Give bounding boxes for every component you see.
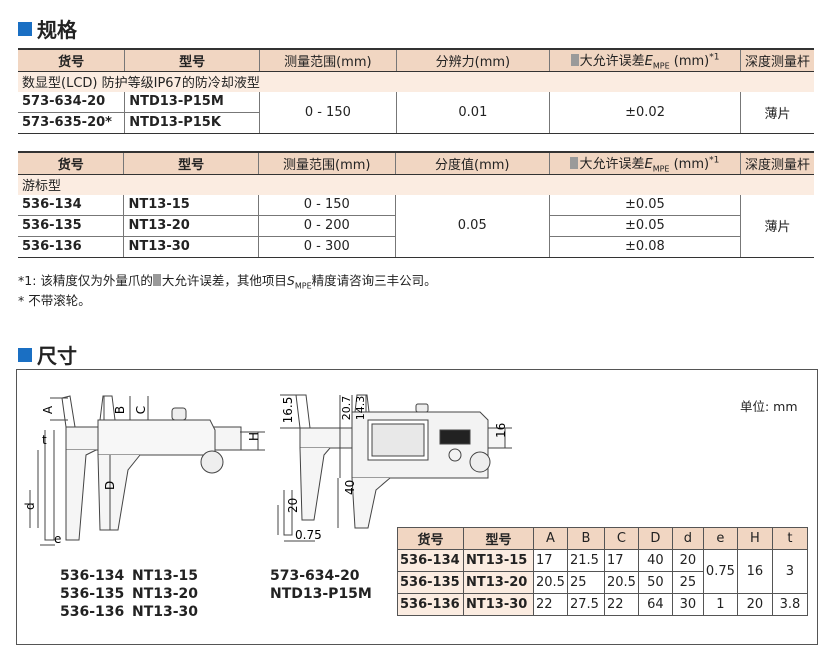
dim-header-t: t bbox=[771, 527, 808, 550]
drawing1-model-3: NT13-30 bbox=[132, 604, 199, 620]
mask-icon bbox=[570, 54, 579, 66]
unit-label: 单位: mm bbox=[740, 399, 798, 414]
dim-label-0-75: 0.75 bbox=[295, 528, 322, 542]
header-model: 型号 bbox=[124, 47, 260, 72]
spec-table-vernier: 货号 型号 测量范围(mm) 分度值(mm) 大允许误差EMPE (mm)*1 … bbox=[18, 150, 814, 258]
depth-cell: 薄片 bbox=[739, 91, 814, 134]
blue-square-icon bbox=[18, 21, 32, 36]
table-row: 536-134 NT13-15 17 21.5 17 40 20 0.75 16… bbox=[397, 549, 808, 594]
spec-section-title: 规格 bbox=[18, 14, 77, 43]
header-graduation: 分度值(mm) bbox=[394, 150, 550, 175]
header-range: 测量范围(mm) bbox=[257, 150, 396, 175]
dim-header-d: d bbox=[671, 527, 704, 550]
range-cell: 0 - 200 bbox=[257, 215, 396, 237]
resolution-cell: 0.01 bbox=[395, 91, 550, 134]
dim-label-A: A bbox=[41, 405, 55, 414]
dim-label-16-5: 16.5 bbox=[281, 397, 295, 424]
spec-table-digital: 货号 型号 测量范围(mm) 分辨力(mm) 大允许误差EMPE (mm)*1 … bbox=[18, 47, 814, 134]
footnote-2: * 不带滚轮。 bbox=[18, 293, 91, 308]
subheader-vernier: 游标型 bbox=[22, 179, 62, 195]
row-model: NT13-15 bbox=[123, 194, 259, 216]
header-range: 测量范围(mm) bbox=[259, 47, 397, 72]
dim-label-20: 20 bbox=[286, 498, 300, 513]
row-model: NT13-20 bbox=[123, 215, 259, 237]
depth-cell: 薄片 bbox=[739, 194, 814, 258]
dim-label-40: 40 bbox=[343, 480, 357, 495]
dim-header-C: C bbox=[603, 527, 639, 550]
range-cell: 0 - 300 bbox=[257, 236, 396, 258]
header-resolution: 分辨力(mm) bbox=[395, 47, 550, 72]
mpe-cell: ±0.05 bbox=[548, 215, 741, 237]
graduation-cell: 0.05 bbox=[394, 194, 550, 258]
dim-header-H: H bbox=[736, 527, 773, 550]
mpe-cell: ±0.05 bbox=[548, 194, 741, 216]
drawing2-code: 573-634-20 bbox=[270, 568, 360, 584]
subheader-digital: 数显型(LCD) 防护等级IP67的防冷却液型 bbox=[22, 76, 260, 92]
dim-label-C: C bbox=[134, 406, 148, 414]
dim-header-D: D bbox=[637, 527, 673, 550]
drawing1-code-2: 536-135 bbox=[60, 586, 125, 602]
row-model: NTD13-P15K bbox=[124, 112, 260, 134]
drawing2-model: NTD13-P15M bbox=[270, 586, 372, 602]
table-row: 536-136 NT13-30 22 27.5 22 64 30 1 20 3.… bbox=[397, 593, 808, 616]
mpe-cell: ±0.02 bbox=[549, 91, 741, 134]
drawing1-code-3: 536-136 bbox=[60, 604, 125, 620]
dim-label-D: D bbox=[103, 481, 117, 490]
row-code: 536-134 bbox=[18, 194, 124, 216]
header-depth: 深度测量杆 bbox=[739, 150, 814, 175]
dim-label-d: d bbox=[23, 502, 37, 510]
dim-header-e: e bbox=[702, 527, 738, 550]
dim-header-model: 型号 bbox=[463, 527, 534, 550]
row-code: 536-135 bbox=[18, 215, 124, 237]
dim-label-16: 16 bbox=[494, 423, 508, 438]
row-model: NT13-30 bbox=[123, 236, 259, 258]
drawing1-model-1: NT13-15 bbox=[132, 568, 199, 584]
h-shared-cell: 16 bbox=[736, 549, 773, 594]
dim-header-B: B bbox=[566, 527, 605, 550]
dimension-panel bbox=[16, 369, 818, 645]
dim-section-title: 尺寸 bbox=[18, 340, 77, 369]
header-mpe: 大允许误差EMPE (mm)*1 bbox=[548, 150, 741, 175]
header-depth: 深度测量杆 bbox=[739, 47, 814, 72]
dimension-table: 货号 型号 A B C D d e H t 536-134 NT13-15 17… bbox=[397, 527, 808, 616]
range-cell: 0 - 150 bbox=[259, 91, 397, 134]
header-model: 型号 bbox=[123, 150, 259, 175]
dim-label-t: t bbox=[42, 433, 47, 447]
header-mpe: 大允许误差EMPE (mm)*1 bbox=[549, 47, 741, 72]
mask-icon bbox=[152, 274, 161, 286]
row-code: 573-634-20 bbox=[18, 91, 125, 113]
drawing1-code-1: 536-134 bbox=[60, 568, 125, 584]
mpe-cell: ±0.08 bbox=[548, 236, 741, 258]
t-shared-cell: 3 bbox=[771, 549, 808, 594]
dim-label-B: B bbox=[113, 406, 127, 414]
blue-square-icon bbox=[18, 347, 32, 362]
dim-label-14-3: 14.3 bbox=[354, 396, 367, 421]
footnote-1: *1: 该精度仅为外量爪的大允许误差，其他项目SMPE精度请咨询三丰公司。 bbox=[18, 273, 437, 291]
dim-label-H: H bbox=[247, 432, 261, 441]
row-code: 536-136 bbox=[18, 236, 124, 258]
header-code: 货号 bbox=[18, 150, 124, 175]
row-model: NTD13-P15M bbox=[124, 91, 260, 113]
dim-label-20-7: 20.7 bbox=[340, 396, 353, 421]
header-code: 货号 bbox=[18, 47, 125, 72]
dim-header-code: 货号 bbox=[397, 527, 464, 550]
drawing1-model-2: NT13-20 bbox=[132, 586, 199, 602]
range-cell: 0 - 150 bbox=[257, 194, 396, 216]
dim-header-A: A bbox=[533, 527, 568, 550]
dim-label-e: e bbox=[54, 532, 61, 546]
e-shared-cell: 0.75 bbox=[702, 549, 738, 594]
row-code: 573-635-20* bbox=[18, 112, 125, 134]
mask-icon bbox=[570, 157, 579, 169]
